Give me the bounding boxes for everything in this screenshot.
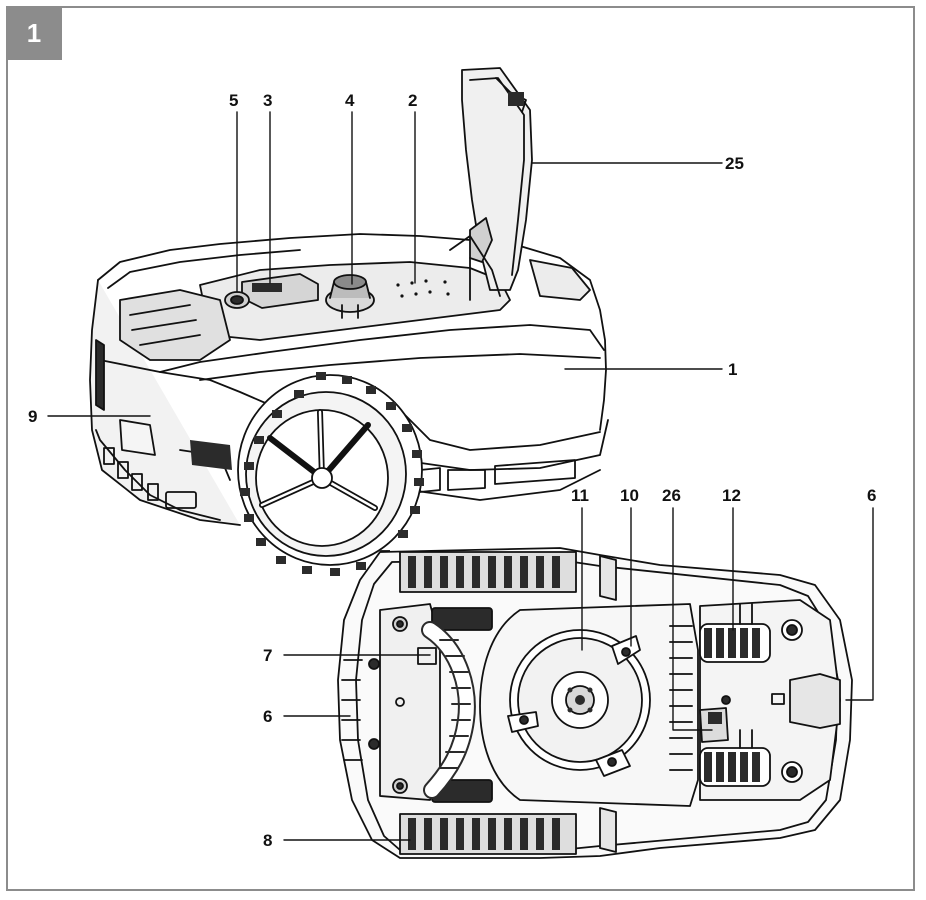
callout-9: 9 (28, 407, 38, 426)
callout-8: 8 (263, 831, 273, 850)
callout-6-left: 6 (263, 707, 273, 726)
figure-frame (6, 6, 915, 891)
front-wheel-bottom (699, 729, 771, 787)
front-panel (119, 289, 231, 361)
leader-lines (47, 111, 874, 841)
height-knob (325, 274, 375, 319)
rear-wheel (237, 372, 424, 576)
blade-disc (507, 629, 651, 777)
callout-25: 25 (725, 154, 744, 173)
callout-26: 26 (662, 486, 681, 505)
callout-5: 5 (229, 91, 239, 110)
mower-top-view (89, 67, 609, 576)
callout-11: 11 (571, 486, 589, 505)
callout-1: 1 (728, 360, 738, 379)
front-wheel-top (699, 603, 771, 663)
figure-number-badge: 1 (6, 6, 62, 60)
callout-7: 7 (263, 646, 273, 665)
mower-bottom-view (337, 547, 853, 859)
power-button (224, 291, 250, 309)
callout-12: 12 (722, 486, 741, 505)
callout-4: 4 (345, 91, 355, 110)
callout-10: 10 (620, 486, 639, 505)
open-lid (449, 67, 533, 301)
callout-6-right: 6 (867, 486, 877, 505)
callout-2: 2 (408, 91, 418, 110)
callout-3: 3 (263, 91, 273, 110)
